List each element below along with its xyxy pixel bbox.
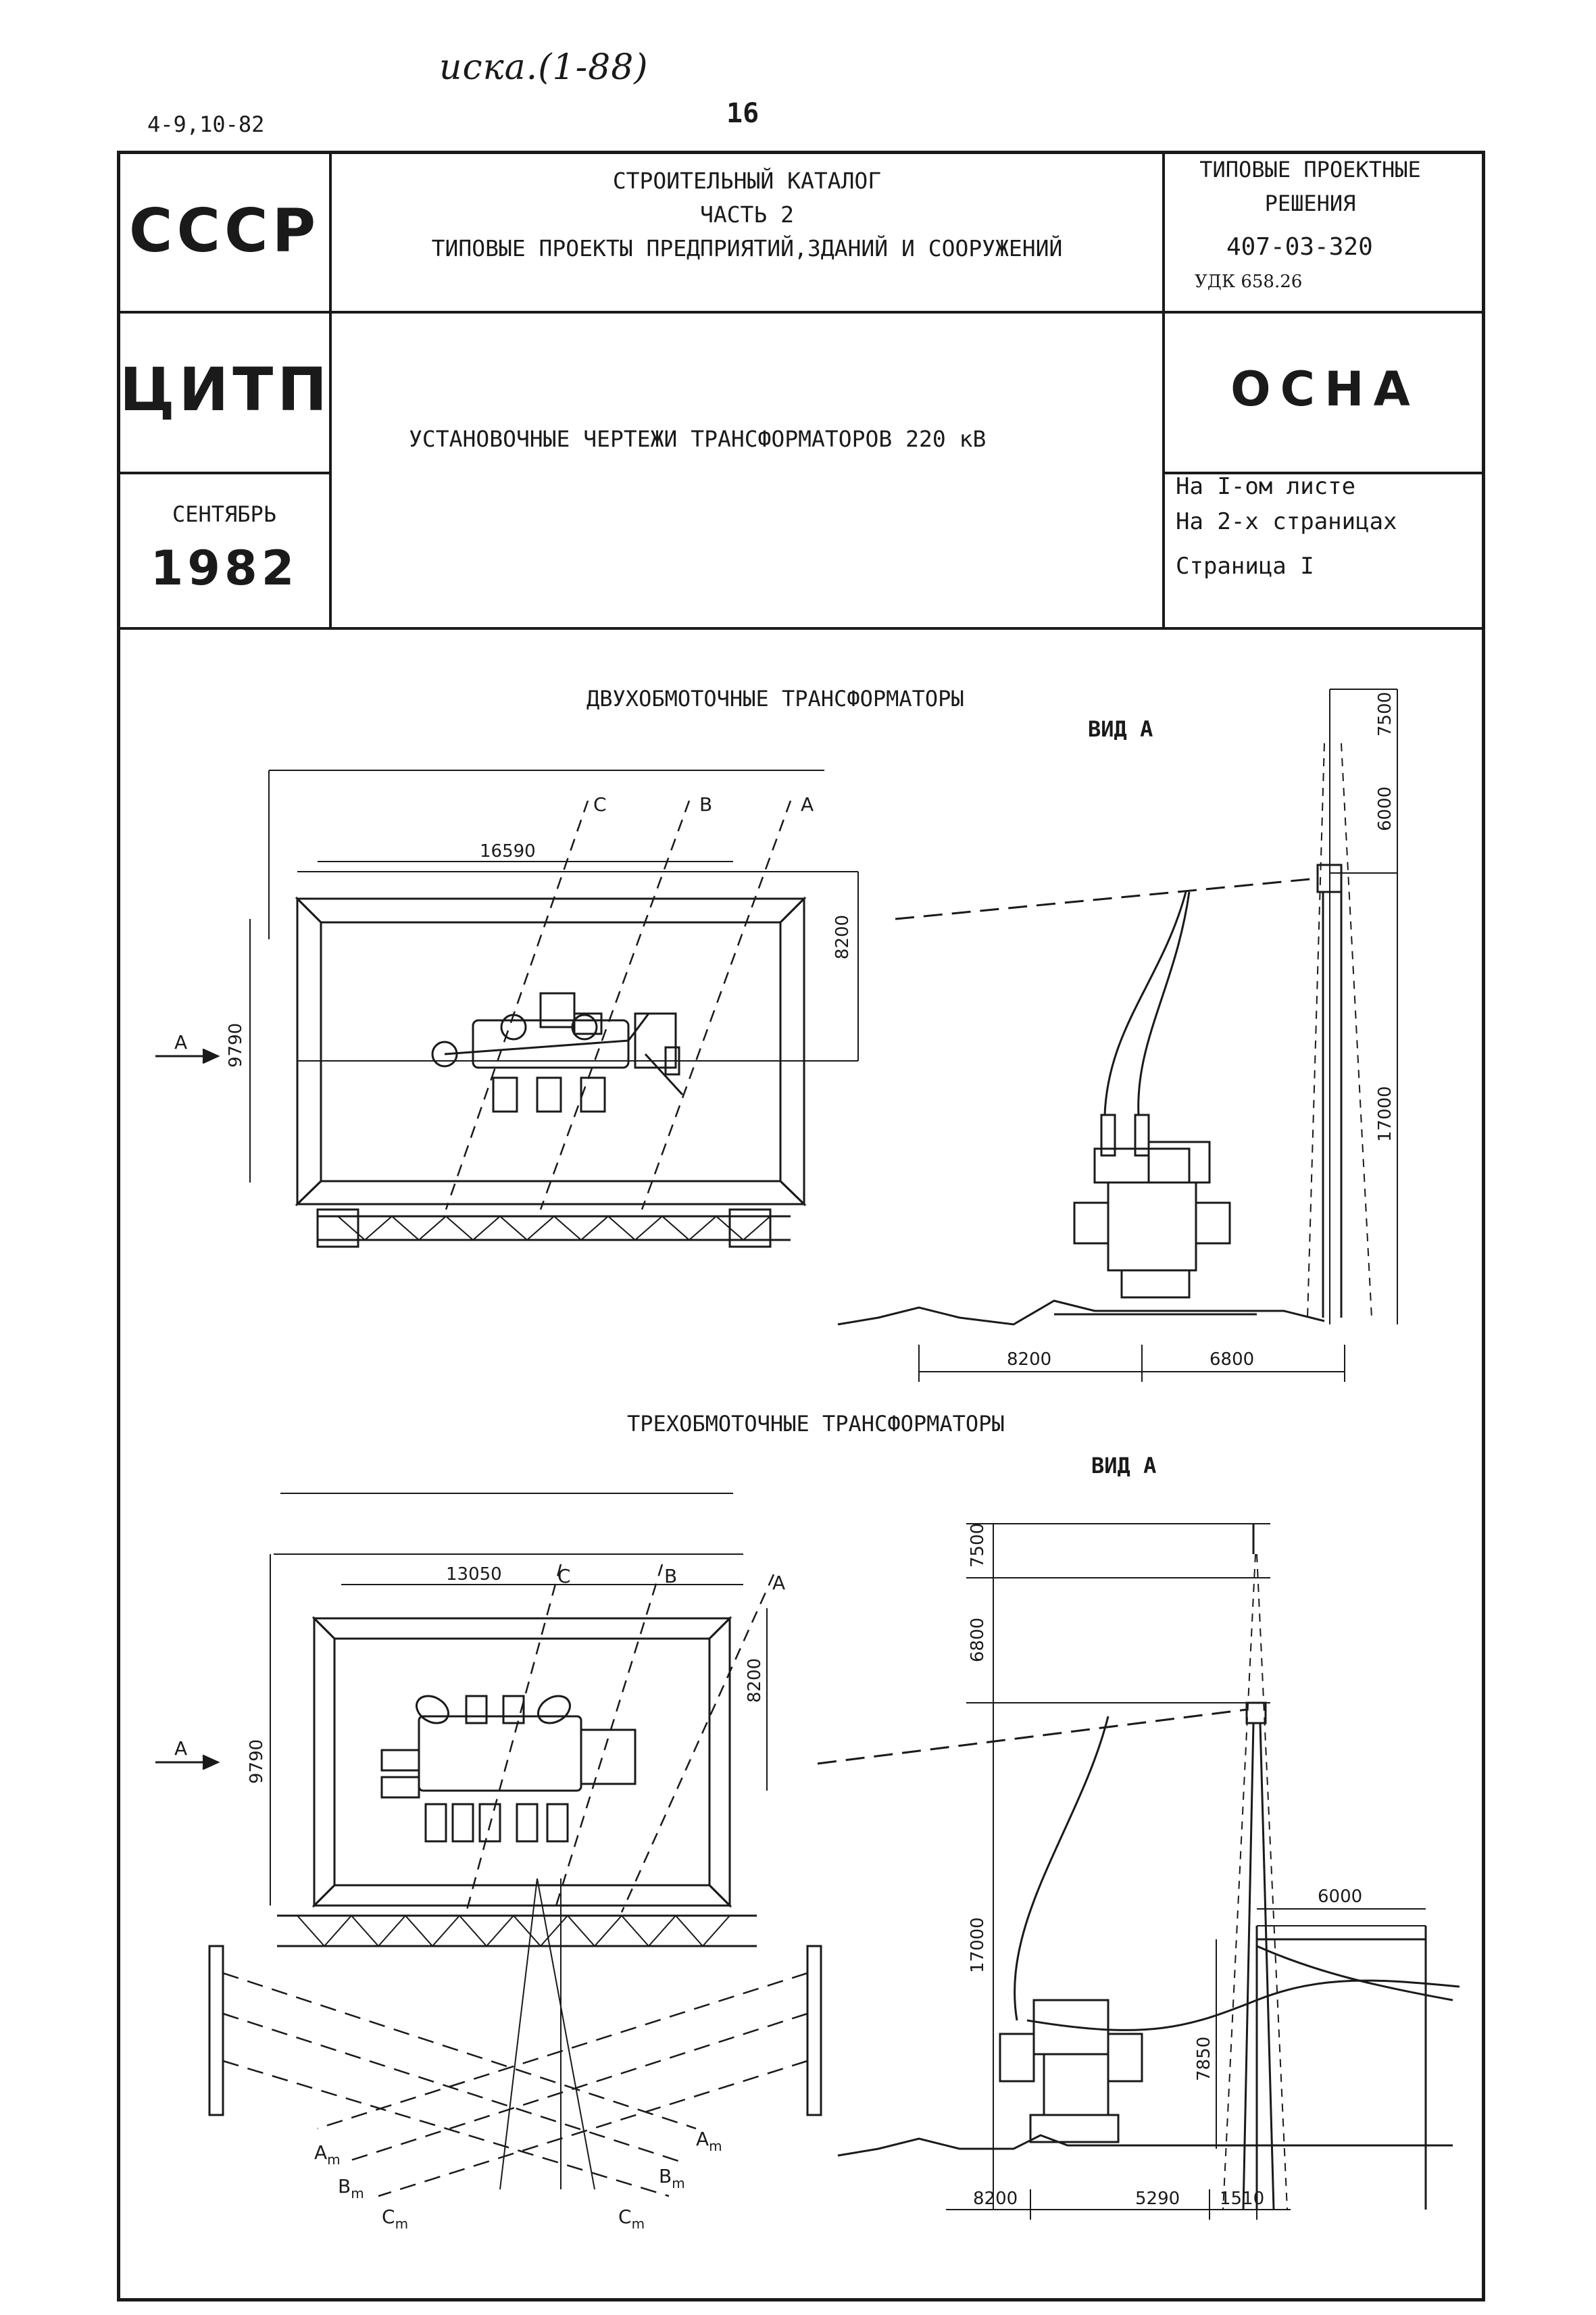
page-frame <box>117 151 1485 2301</box>
page-number: 16 <box>726 98 759 129</box>
top-dim-mid-portal: 6000 <box>1375 787 1395 831</box>
top-view-label: ВИД А <box>1088 716 1153 742</box>
citp-label: ЦИТП <box>120 355 331 424</box>
typical-line-2: РЕШЕНИЯ <box>1264 191 1356 216</box>
catalog-line-1: СТРОИТЕЛЬНЫЙ КАТАЛОГ <box>612 168 882 194</box>
document-title: УСТАНОВОЧНЫЕ ЧЕРТЕЖИ ТРАНСФОРМАТОРОВ 220… <box>409 426 987 452</box>
am-right-letter: A <box>696 2128 709 2150</box>
sheet-info-2: На 2-х страницах <box>1176 508 1397 535</box>
document-number: 4-9,10-82 <box>147 111 265 137</box>
catalog-line-2: ЧАСТЬ 2 <box>699 201 795 228</box>
top-phase-a: A <box>801 793 814 816</box>
bm-right-sub: m <box>672 2175 684 2191</box>
top-dim-width: 16590 <box>480 841 536 862</box>
top-dim-depth-left: 9790 <box>226 1023 246 1068</box>
top-dim-depth-right: 8200 <box>832 915 853 960</box>
am-left-label: Am <box>314 2141 341 2168</box>
header-row-divider-2-left <box>117 472 332 474</box>
bottom-arrow-label: А <box>174 1737 187 1760</box>
header-divider-left <box>329 151 332 628</box>
bottom-phase-b: B <box>664 1565 677 1587</box>
project-code: 407-03-320 <box>1226 233 1373 261</box>
bottom-view-label: ВИД А <box>1091 1453 1157 1478</box>
typical-line-1: ТИПОВЫЕ ПРОЕКТНЫЕ <box>1199 157 1421 182</box>
cm-left-sub: m <box>395 2216 408 2232</box>
top-phase-b: B <box>699 793 712 816</box>
bottom-dim-depth-left: 9790 <box>247 1739 267 1784</box>
cm-right-sub: m <box>632 2216 645 2232</box>
bm-right-label: Bm <box>659 2165 685 2191</box>
am-left-letter: A <box>314 2141 327 2164</box>
bottom-dim-top-portal: 7500 <box>968 1523 988 1568</box>
bottom-dim-base-2: 5290 <box>1135 2189 1180 2209</box>
bottom-dim-base-3: 1510 <box>1220 2189 1264 2209</box>
top-arrow-label: А <box>174 1031 187 1053</box>
udk-code: УДК 658.26 <box>1195 272 1303 292</box>
header-bottom-border <box>117 627 1485 630</box>
bm-left-sub: m <box>351 2185 364 2201</box>
bottom-dim-side-span: 6000 <box>1318 1887 1362 1907</box>
month-label: СЕНТЯБРЬ <box>172 501 277 527</box>
cm-right-letter: C <box>618 2206 632 2228</box>
cm-left-letter: C <box>382 2206 395 2228</box>
am-left-sub: m <box>327 2151 340 2168</box>
sheet-info-3: Страница I <box>1176 553 1314 580</box>
section-code: ОСНА <box>1230 362 1420 417</box>
top-dim-base-left: 8200 <box>1007 1349 1051 1370</box>
bm-left-label: Bm <box>338 2175 364 2201</box>
cm-right-label: Cm <box>618 2206 645 2232</box>
top-phase-c: C <box>593 793 607 816</box>
ussr-label: СССР <box>128 196 320 266</box>
bottom-dim-mid-portal: 6800 <box>968 1618 988 1662</box>
top-dim-base-right: 6800 <box>1210 1349 1254 1370</box>
bottom-dim-depth-right: 8200 <box>745 1658 765 1703</box>
header-divider-right <box>1162 151 1165 628</box>
cm-left-label: Cm <box>382 2206 408 2232</box>
am-right-label: Am <box>696 2128 722 2154</box>
bottom-phase-c: C <box>557 1565 571 1587</box>
bottom-dim-side-height: 7850 <box>1194 2037 1214 2081</box>
bm-left-letter: B <box>338 2175 351 2197</box>
bottom-dim-width: 13050 <box>446 1564 502 1585</box>
bottom-phase-a: A <box>772 1572 785 1594</box>
am-right-sub: m <box>709 2138 722 2154</box>
bottom-drawing-title: ТРЕХОБМОТОЧНЫЕ ТРАНСФОРМАТОРЫ <box>627 1411 1005 1437</box>
top-dim-top-portal: 7500 <box>1375 692 1395 737</box>
header-row-divider-1 <box>117 311 1485 314</box>
top-dim-portal-height: 17000 <box>1375 1086 1395 1142</box>
bottom-dim-portal-height: 17000 <box>968 1917 988 1973</box>
bottom-dim-base-1: 8200 <box>973 2189 1018 2209</box>
header-row-divider-2-right <box>1162 472 1485 474</box>
catalog-line-3: ТИПОВЫЕ ПРОЕКТЫ ПРЕДПРИЯТИЙ,ЗДАНИЙ И СОО… <box>431 235 1063 262</box>
handwritten-note: иска.(1-88) <box>439 47 649 88</box>
top-drawing-title: ДВУХОБМОТОЧНЫЕ ТРАНСФОРМАТОРЫ <box>587 686 964 712</box>
year-label: 1982 <box>150 541 299 596</box>
bm-right-letter: B <box>659 2165 672 2187</box>
sheet-info-1: На I-ом листе <box>1176 473 1356 500</box>
